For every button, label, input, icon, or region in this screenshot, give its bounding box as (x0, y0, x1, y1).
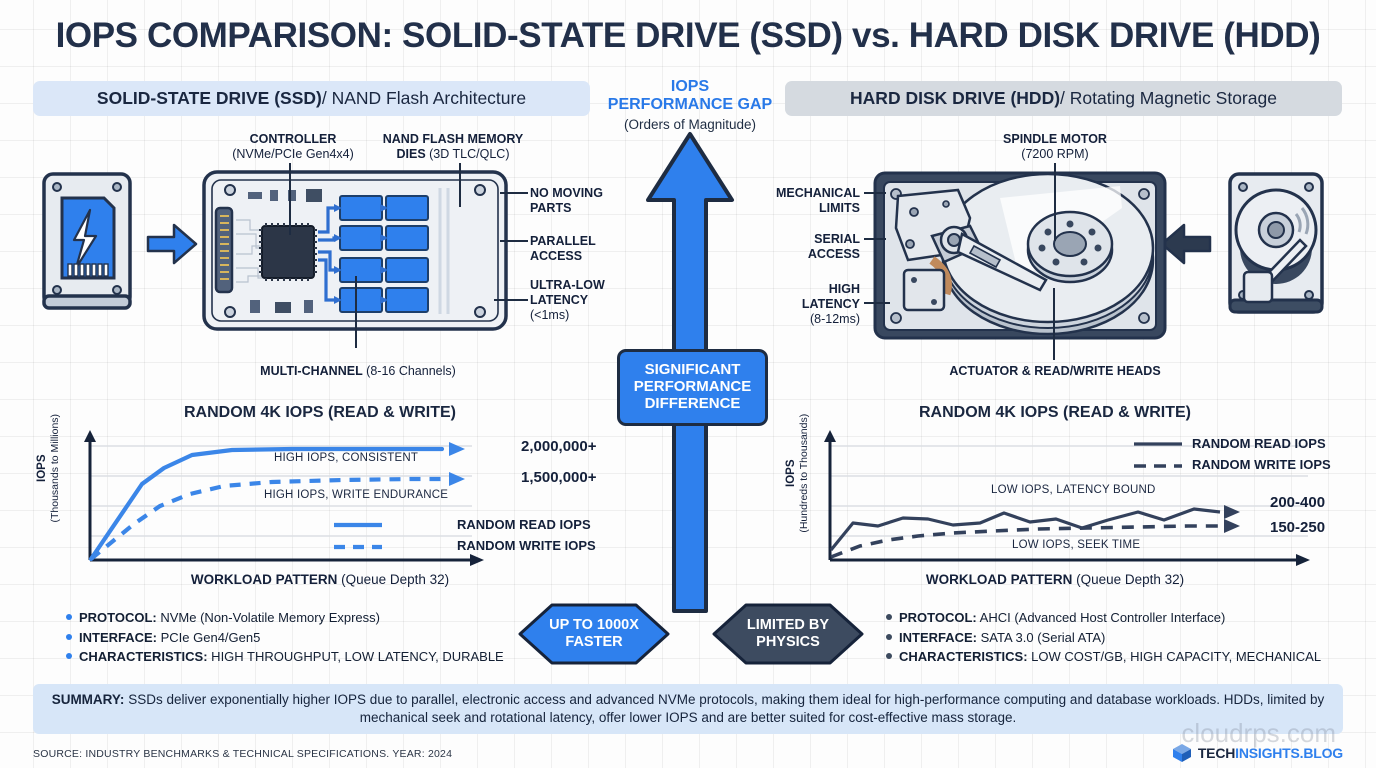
significant-difference-badge: SIGNIFICANT PERFORMANCE DIFFERENCE (617, 349, 768, 426)
ssd-nand-sub: (3D TLC/QLC) (425, 146, 510, 161)
ssd-callout-2-leader-line (500, 240, 528, 242)
page-title: IOPS COMPARISON: SOLID-STATE DRIVE (SSD)… (55, 16, 1321, 55)
hdd-callout-serial-access: SERIAL ACCESS (807, 232, 860, 261)
bullet-dot-icon (66, 633, 72, 640)
ssd-controller-leader-line (289, 163, 291, 235)
ssd-chart-xlabel: WORKLOAD PATTERN (Queue Depth 32) (190, 572, 450, 587)
hdd-spindle-label: SPINDLE MOTOR (7200 RPM) (985, 132, 1125, 162)
hdd-actuator-leader-line (1053, 288, 1055, 360)
bullet-dot-icon (66, 653, 72, 659)
ssd-callout-parallel-access: PARALLEL ACCESS (530, 234, 596, 263)
ssd-callout-1-leader-line (500, 192, 528, 194)
hdd-spindle-leader-line (1054, 163, 1056, 241)
ssd-header-sub: / NAND Flash Architecture (321, 88, 527, 108)
ssd-drive-icon (42, 172, 132, 310)
ssd-flow-arrow-right-icon (146, 223, 198, 265)
ssd-chart-title: RANDOM 4K IOPS (READ & WRITE) (184, 404, 456, 421)
hdd-callout-mechanical-limits: MECHANICAL LIMITS (775, 186, 860, 215)
bullet-dot-icon (886, 653, 892, 659)
ssd-nand-sub-bold: DIES (396, 146, 426, 161)
hdd-spindle-sub: (7200 RPM) (1021, 146, 1089, 161)
summary-label: SUMMARY: (51, 691, 125, 707)
ssd-nand-label: NAND FLASH MEMORY DIES (3D TLC/QLC) (378, 132, 528, 162)
ssd-nand-leader-line (459, 163, 461, 207)
hdd-spindle-title: SPINDLE MOTOR (1003, 132, 1107, 146)
ssd-chart-plot (84, 430, 484, 566)
hdd-end-label-read: 200-400 (1270, 494, 1326, 511)
hdd-callout-high-latency: HIGH LATENCY (8-12ms) (801, 282, 860, 326)
hdd-callout-1-leader-line (864, 192, 886, 194)
ssd-annotation-write: HIGH IOPS, WRITE ENDURANCE (264, 489, 449, 501)
hdd-callout-2-leader-line (864, 238, 886, 240)
ssd-spec-list: PROTOCOL: NVMe (Non-Volatile Memory Expr… (66, 608, 526, 667)
brand-name-b: INSIGHTS.BLOG (1235, 745, 1343, 761)
hdd-spec-list: PROTOCOL: AHCI (Advanced Host Controller… (886, 608, 1346, 667)
ssd-board-diagram (202, 170, 508, 331)
ssd-speed-banner-label: UP TO 1000X FASTER (549, 617, 639, 650)
ssd-header-bold: SOLID-STATE DRIVE (SSD) (96, 88, 322, 108)
ssd-section-header: SOLID-STATE DRIVE (SSD) / NAND Flash Arc… (33, 81, 590, 116)
ssd-legend-read: RANDOM READ IOPS (457, 517, 591, 532)
gap-line-2: PERFORMANCE GAP (607, 96, 773, 114)
hdd-callout-3-leader-line (864, 302, 890, 304)
ssd-nand-title: NAND FLASH MEMORY (382, 132, 524, 146)
ssd-multichannel-leader-line (355, 276, 357, 348)
list-item: PROTOCOL: AHCI (Advanced Host Controller… (886, 608, 1346, 628)
ssd-multichannel-label: MULTI-CHANNEL (8-16 Channels) (260, 364, 456, 378)
brand-logo[interactable]: TECHINSIGHTS.BLOG (1172, 743, 1343, 763)
hdd-limit-banner-label: LIMITED BY PHYSICS (746, 617, 830, 650)
list-item: PROTOCOL: NVMe (Non-Volatile Memory Expr… (66, 608, 526, 628)
brand-name-a: TECH (1197, 745, 1236, 761)
ssd-callout-ultra-low-latency: ULTRA-LOW LATENCY (<1ms) (530, 278, 605, 322)
hdd-chart-title: RANDOM 4K IOPS (READ & WRITE) (919, 404, 1191, 421)
hdd-internals-diagram (873, 171, 1167, 340)
hdd-chart-plot (824, 430, 1310, 566)
list-item: INTERFACE: PCIe Gen4/Gen5 (66, 628, 526, 648)
list-item: CHARACTERISTICS: HIGH THROUGHPUT, LOW LA… (66, 647, 526, 667)
list-item: CHARACTERISTICS: LOW COST/GB, HIGH CAPAC… (886, 647, 1346, 667)
ssd-callout-no-moving-parts: NO MOVING PARTS (530, 186, 603, 215)
bullet-dot-icon (66, 614, 72, 620)
hdd-flow-arrow-left-icon (1160, 223, 1212, 265)
hdd-limit-banner: LIMITED BY PHYSICS (712, 603, 864, 665)
gap-line-3: (Orders of Magnitude) (623, 116, 757, 132)
gap-line-1: IOPS (670, 78, 710, 95)
ssd-controller-label: CONTROLLER (NVMe/PCIe Gen4x4) (220, 132, 366, 162)
cube-logo-icon (1172, 744, 1191, 762)
ssd-end-label-read: 2,000,000+ (521, 438, 597, 455)
source-note: SOURCE: INDUSTRY BENCHMARKS & TECHNICAL … (33, 748, 453, 760)
hdd-end-label-write: 150-250 (1270, 519, 1326, 536)
hdd-actuator-label: ACTUATOR & READ/WRITE HEADS (949, 364, 1161, 378)
hdd-annotation-read: LOW IOPS, LATENCY BOUND (991, 484, 1156, 496)
hdd-section-header: HARD DISK DRIVE (HDD) / Rotating Magneti… (785, 81, 1342, 116)
ssd-annotation-read: HIGH IOPS, CONSISTENT (274, 452, 419, 464)
ssd-callout-3-leader-line (494, 299, 528, 301)
watermark: cloudrps.com (1181, 718, 1336, 748)
ssd-controller-title: CONTROLLER (249, 132, 337, 146)
hdd-legend-write: RANDOM WRITE IOPS (1192, 457, 1331, 472)
hdd-chart-xlabel: WORKLOAD PATTERN (Queue Depth 32) (925, 572, 1185, 587)
summary-text: SSDs deliver exponentially higher IOPS d… (124, 691, 1325, 725)
hdd-legend-read: RANDOM READ IOPS (1192, 436, 1326, 451)
bullet-dot-icon (886, 614, 892, 620)
hdd-header-bold: HARD DISK DRIVE (HDD) (850, 88, 1061, 108)
summary-box: SUMMARY: SSDs deliver exponentially high… (33, 684, 1343, 734)
hdd-drive-icon (1228, 172, 1324, 314)
ssd-legend-write: RANDOM WRITE IOPS (457, 538, 596, 553)
bullet-dot-icon (886, 633, 892, 640)
ssd-chart-ylabel: IOPS (Thousands to Millions) (35, 413, 61, 523)
performance-gap-title: IOPS PERFORMANCE GAP (Orders of Magnitud… (595, 78, 785, 132)
hdd-annotation-write: LOW IOPS, SEEK TIME (1012, 539, 1141, 551)
ssd-end-label-write: 1,500,000+ (521, 469, 597, 486)
ssd-controller-sub: (NVMe/PCIe Gen4x4) (232, 146, 354, 161)
hdd-header-sub: / Rotating Magnetic Storage (1060, 88, 1277, 108)
list-item: INTERFACE: SATA 3.0 (Serial ATA) (886, 628, 1346, 648)
ssd-speed-banner: UP TO 1000X FASTER (518, 603, 670, 665)
